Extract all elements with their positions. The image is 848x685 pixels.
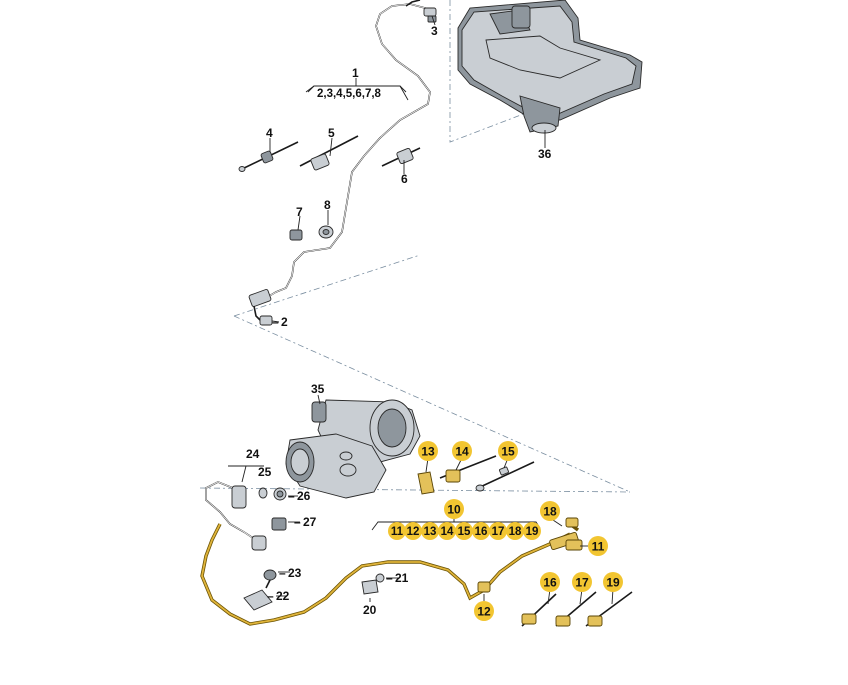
badge-row-14-label: 14 (441, 526, 454, 538)
badge-row-19 (523, 522, 541, 540)
callout-27-dash: – (294, 515, 301, 529)
badge-13 (418, 441, 438, 461)
callout-26: 26 (297, 489, 311, 503)
badge-row-12-label: 12 (407, 526, 420, 538)
highlighted-callouts: 13 14 15 10 18 11 12 13 14 15 16 17 18 1… (388, 441, 623, 621)
badge-row-13 (421, 522, 439, 540)
clip-parts-lower (243, 569, 398, 611)
callout-6: 6 (401, 172, 408, 186)
badge-row-15 (455, 522, 473, 540)
badge-17 (572, 572, 592, 592)
badge-row-17 (489, 522, 507, 540)
badge-19-label: 19 (606, 576, 620, 590)
highlighted-parts-right (417, 455, 633, 627)
badge-row-15-label: 15 (458, 526, 471, 538)
callout-4: 4 (266, 126, 273, 140)
badge-row-19-label: 19 (526, 526, 539, 538)
callout-35: 35 (311, 382, 325, 396)
callout-2-dash: – (272, 315, 279, 329)
callout-25: 25 (258, 465, 272, 479)
tank-assembly (457, 0, 643, 134)
badge-15 (498, 441, 518, 461)
callout-20: 20 (363, 603, 377, 617)
callout-7: 7 (296, 205, 303, 219)
badge-row-10-subparts: 11 12 13 14 15 16 17 18 19 (388, 522, 541, 540)
callout-27: 27 (303, 515, 317, 529)
callout-23: 23 (288, 566, 302, 580)
badge-row-16-label: 16 (475, 526, 488, 538)
badge-12 (474, 601, 494, 621)
lower-harness-highlighted (200, 517, 583, 626)
badge-row-11 (388, 522, 406, 540)
badge-18 (540, 501, 560, 521)
badge-10-label: 10 (447, 503, 461, 517)
callout-3: 3 (431, 24, 438, 38)
badge-18-label: 18 (543, 505, 557, 519)
callout-36: 36 (538, 147, 552, 161)
badge-row-16 (472, 522, 490, 540)
callout-21: 21 (395, 571, 409, 585)
callout-26-dash: – (288, 489, 295, 503)
upper-harness (248, 0, 437, 326)
callout-labels: 3 1 2,3,4,5,6,7,8 4 5 36 6 8 7 – 2 35 24… (246, 24, 552, 617)
badge-row-17-label: 17 (492, 526, 505, 538)
callout-1: 1 (352, 66, 359, 80)
badge-11 (588, 536, 608, 556)
clip-parts-upper (238, 135, 421, 241)
badge-14 (452, 441, 472, 461)
badge-17-label: 17 (575, 576, 589, 590)
badge-13-label: 13 (421, 445, 435, 459)
badge-16-label: 16 (543, 576, 557, 590)
callout-5: 5 (328, 126, 335, 140)
badge-row-11-label: 11 (391, 526, 404, 538)
callout-8: 8 (324, 198, 331, 212)
badge-11-label: 11 (592, 540, 605, 554)
callout-22-dash: – (267, 589, 274, 603)
callout-2: 2 (281, 315, 288, 329)
sensor-group-left (205, 465, 300, 551)
badge-row-18 (506, 522, 524, 540)
badge-19 (603, 572, 623, 592)
badge-16 (540, 572, 560, 592)
callout-24: 24 (246, 447, 260, 461)
badge-14-label: 14 (455, 445, 469, 459)
badge-row-12 (404, 522, 422, 540)
badge-12-label: 12 (477, 605, 491, 619)
badge-row-18-label: 18 (509, 526, 522, 538)
callout-21-dash: – (386, 571, 393, 585)
badge-10 (444, 499, 464, 519)
callout-23-dash: – (279, 566, 286, 580)
exhaust-filter-assembly (285, 399, 421, 499)
badge-row-14 (438, 522, 456, 540)
callout-22: 22 (276, 589, 290, 603)
badge-15-label: 15 (501, 445, 515, 459)
callout-1-subparts: 2,3,4,5,6,7,8 (317, 88, 382, 100)
badge-row-13-label: 13 (424, 526, 437, 538)
